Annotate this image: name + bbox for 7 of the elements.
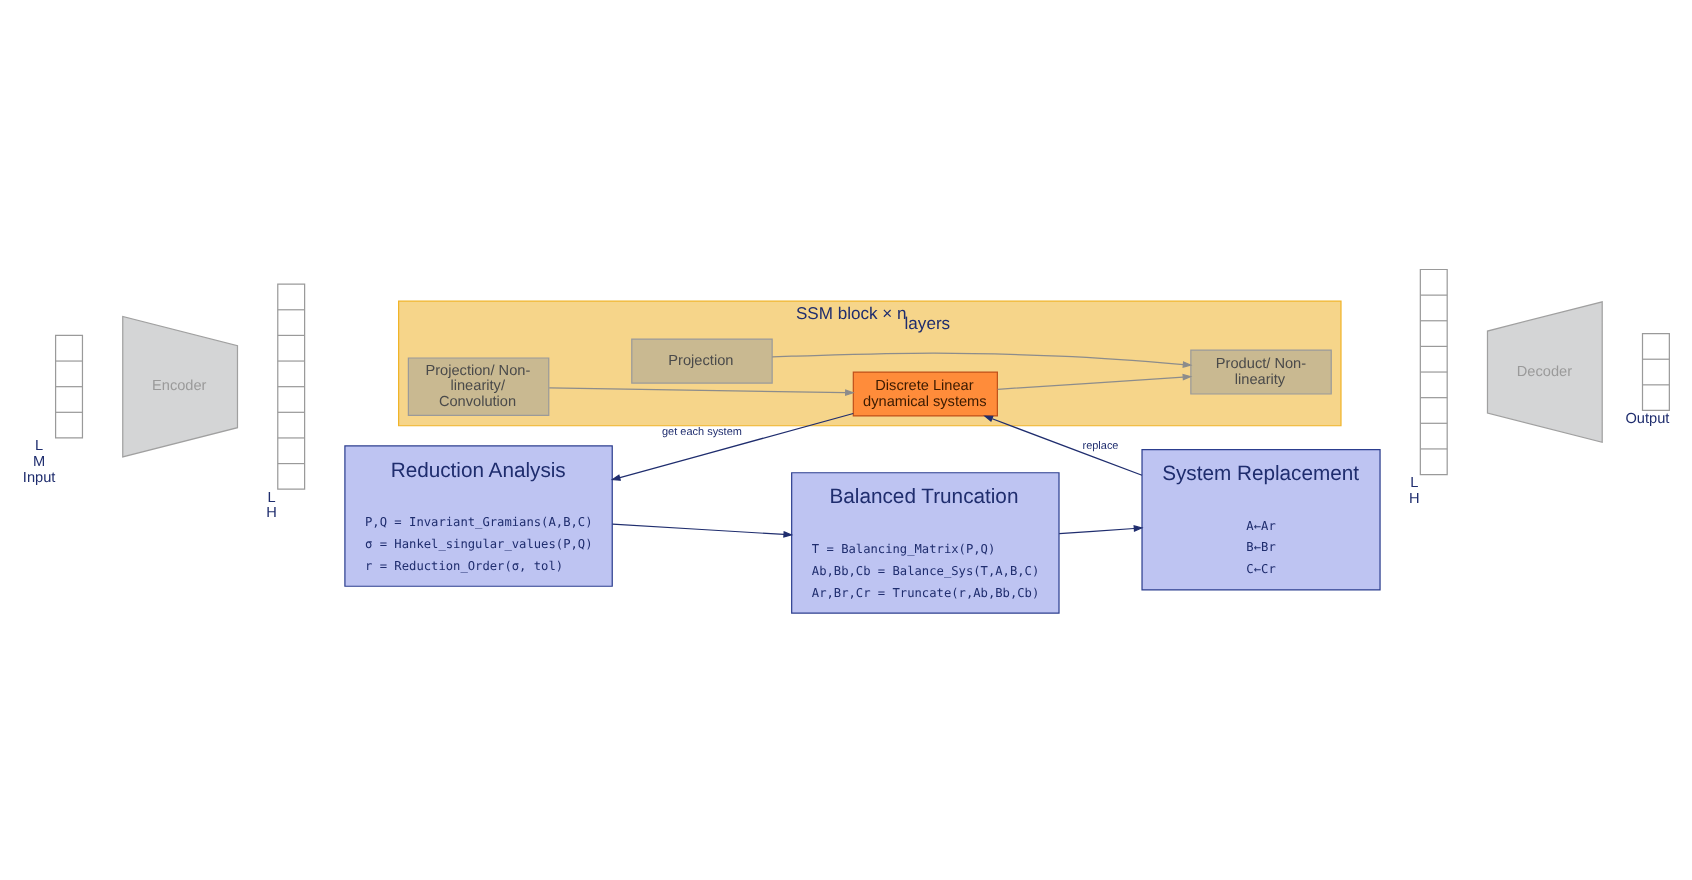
arrow bbox=[1058, 524, 1144, 534]
arrow bbox=[548, 386, 855, 396]
arrow bbox=[611, 522, 794, 537]
arrow bbox=[983, 414, 1143, 475]
arrow bbox=[771, 351, 1193, 367]
arrow bbox=[610, 411, 854, 480]
arrow bbox=[997, 372, 1193, 389]
